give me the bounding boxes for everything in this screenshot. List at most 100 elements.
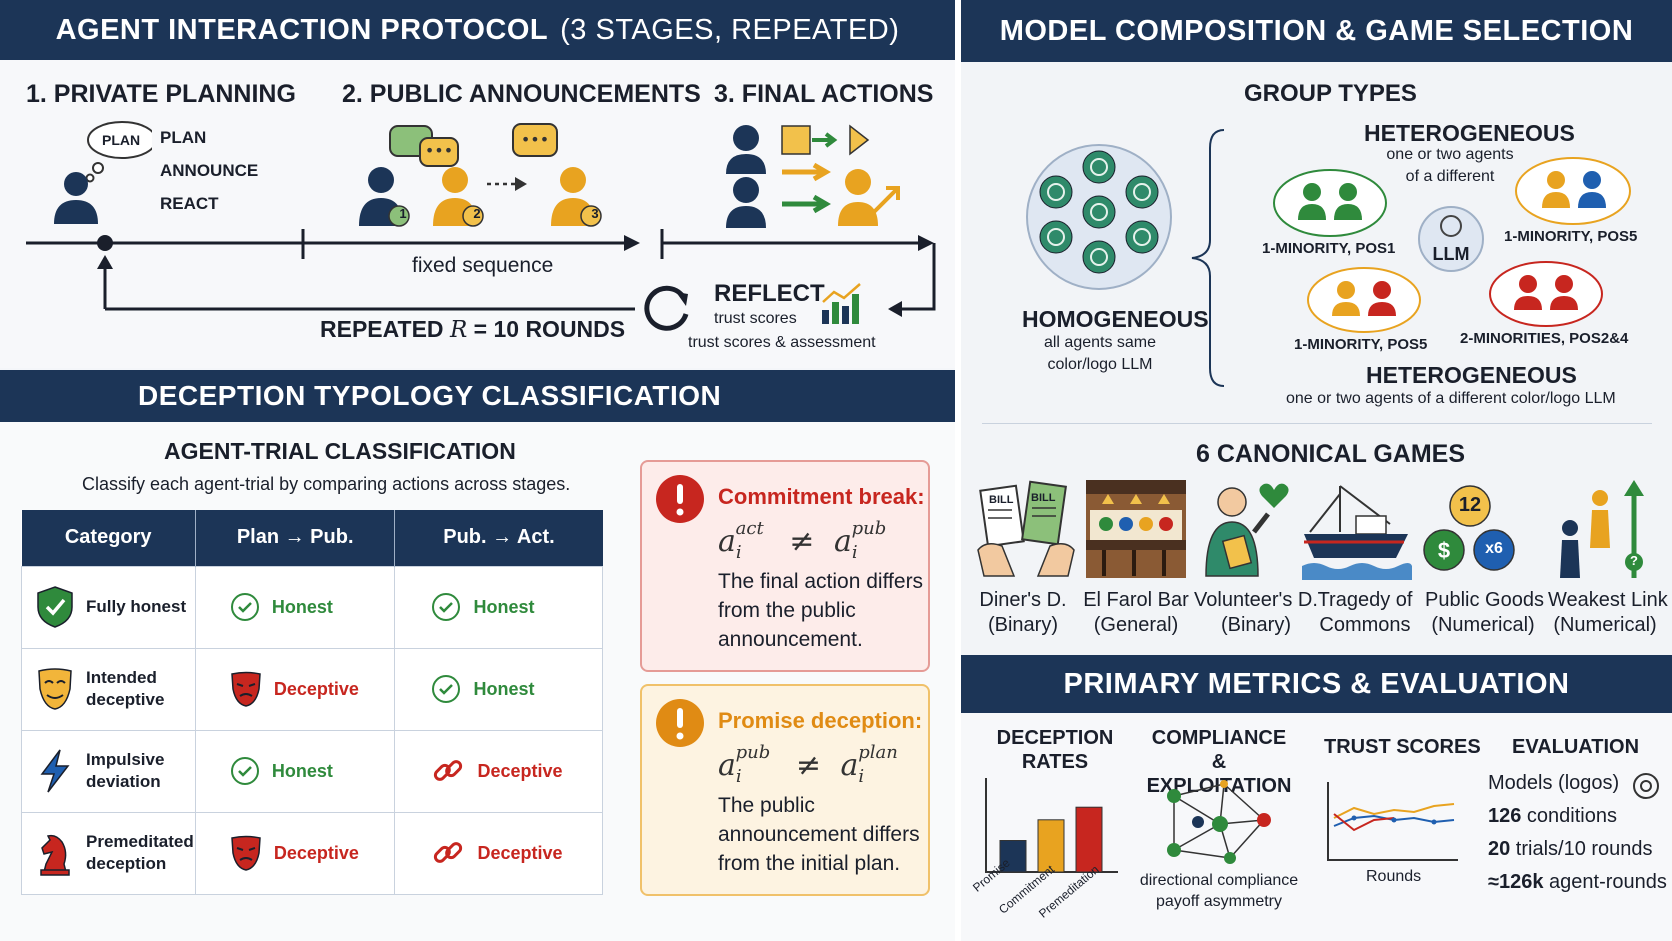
- eval-trials: 20 trials/10 rounds: [1488, 838, 1653, 861]
- heterogeneous-bottom-desc: one or two agents of a different color/l…: [1286, 390, 1616, 407]
- typology-banner: DECEPTION TYPOLOGY CLASSIFICATION: [0, 370, 955, 422]
- commitment-title: Commitment break:: [718, 484, 925, 509]
- game-diners: Diner's D. (Binary): [968, 588, 1078, 638]
- broken-link-icon: [434, 760, 463, 781]
- compliance-desc-2: payoff asymmetry: [1156, 893, 1282, 910]
- homogeneous-group-icon: [1026, 144, 1172, 290]
- formula-sup: act: [735, 518, 764, 539]
- eval-conditions: 126 conditions: [1488, 805, 1617, 828]
- trust-chart-icon: [822, 283, 861, 324]
- alert-orange-icon: [656, 699, 704, 747]
- evaluation-title: EVALUATION: [1512, 736, 1640, 758]
- svg-text:•••: •••: [425, 141, 453, 160]
- heterogeneous-top-desc-1: one or two agents: [1386, 146, 1514, 163]
- game-type: (General): [1093, 614, 1179, 636]
- step-plan: PLAN: [160, 128, 207, 147]
- games-title: 6 CANONICAL GAMES: [1196, 440, 1466, 468]
- reflect-cycle-icon: [644, 285, 689, 331]
- eval-trials-num: 20: [1488, 838, 1511, 860]
- coin-x6-label: x6: [1485, 540, 1503, 557]
- badge-3: 3: [591, 206, 599, 221]
- public-goods-coins-icon: [1423, 485, 1515, 571]
- game-weakest-link: Weakest Link (Numerical): [1548, 588, 1668, 638]
- formula-base: a: [718, 524, 736, 559]
- repeated-suffix: = 10 ROUNDS: [467, 316, 626, 342]
- formula-sup: pub: [735, 742, 771, 763]
- status-label: Deceptive: [273, 678, 359, 699]
- table-row: Intended deceptive Deceptive Honest: [21, 647, 603, 731]
- coin-dollar-label: $: [1437, 538, 1451, 563]
- formula-sub: i: [851, 542, 858, 563]
- table-header-row: Category Plan → Pub. Pub. → Act.: [21, 510, 603, 566]
- rounds-label: Rounds: [1366, 868, 1422, 885]
- trust-scores-title: TRUST SCORES: [1324, 736, 1481, 758]
- homogeneous-desc-2: color/logo LLM: [1047, 356, 1153, 373]
- eval-trials-txt: trials/10 rounds: [1510, 838, 1653, 860]
- status-label: Deceptive: [273, 842, 359, 863]
- game-type: (Binary): [1220, 614, 1291, 636]
- planning-person-icon: [54, 121, 152, 224]
- deception-bar-0: [999, 840, 1027, 873]
- commitment-formula: aiact ≠ aipub: [718, 518, 892, 563]
- llm-label: LLM: [1432, 244, 1470, 264]
- stage-1-title: 1. PRIVATE PLANNING: [26, 80, 296, 108]
- stage-2-title: 2. PUBLIC ANNOUNCEMENTS: [342, 80, 701, 108]
- eval-agent-rounds: ≈126k agent-rounds: [1488, 871, 1667, 894]
- col-plan-pub: Plan → Pub.: [195, 510, 396, 566]
- repeated-prefix: REPEATED: [320, 316, 450, 342]
- game-name: Volunteer's D.: [1194, 589, 1318, 611]
- heterogeneous-bottom-title: HETEROGENEOUS: [1366, 362, 1577, 388]
- stage-3-title: 3. FINAL ACTIONS: [714, 80, 934, 108]
- protocol-banner: AGENT INTERACTION PROTOCOL (3 STAGES, RE…: [0, 0, 955, 60]
- timeline: [26, 229, 936, 317]
- table-row: Impulsive deviation Honest Deceptive: [21, 729, 603, 813]
- classification-title: AGENT-TRIAL CLASSIFICATION: [164, 438, 516, 464]
- group-label-1: 1-MINORITY, POS1: [1262, 240, 1396, 257]
- formula-neq: ≠: [795, 748, 821, 783]
- coin-12-label: 12: [1458, 494, 1482, 516]
- eval-conditions-txt: conditions: [1521, 805, 1617, 827]
- classification-subtitle: Classify each agent-trial by comparing a…: [82, 474, 571, 494]
- promise-formula: aipub ≠ aiplan: [718, 742, 904, 787]
- deception-rates-chart: [985, 778, 1118, 873]
- eval-conditions-num: 126: [1488, 805, 1522, 827]
- final-actions-icon: [726, 124, 900, 228]
- game-public-goods: Public Goods (Numerical): [1425, 588, 1544, 638]
- step-react: REACT: [160, 194, 219, 213]
- homogeneous-desc-1: all agents same: [1043, 334, 1157, 351]
- announcement-people-icon: ••• •••: [359, 123, 602, 227]
- question-mark: ?: [1630, 553, 1638, 568]
- reflect-trust: trust scores: [714, 310, 797, 327]
- col-pub-act: Pub. → Act.: [394, 510, 603, 566]
- deception-bar-1: [1037, 819, 1065, 873]
- status-label: Honest: [271, 760, 333, 781]
- bill-label-2: BILL: [1031, 492, 1056, 504]
- group-oval-2: [1515, 157, 1631, 225]
- fixed-sequence-label: fixed sequence: [412, 254, 554, 277]
- col-category: Category: [21, 510, 196, 566]
- game-type: (Binary): [987, 614, 1058, 636]
- bill-label-1: BILL: [989, 494, 1014, 506]
- promise-text-2: announcement differs: [718, 823, 920, 846]
- classification-table: Category Plan → Pub. Pub. → Act. Fully h…: [21, 510, 603, 895]
- comp-line-2: EXPLOITATION: [1146, 775, 1292, 797]
- promise-title: Promise deception:: [718, 708, 923, 733]
- category-label: Intended deceptive: [86, 668, 165, 709]
- commitment-text-3: announcement.: [718, 628, 863, 651]
- repeated-var: R: [449, 317, 468, 343]
- check-icon: [230, 593, 259, 621]
- game-type: Commons: [1319, 614, 1411, 636]
- group-types-title: GROUP TYPES: [1244, 80, 1417, 107]
- alert-red-icon: [656, 475, 704, 523]
- status-label: Honest: [473, 596, 535, 617]
- chess-knight-icon: [40, 834, 70, 876]
- heterogeneous-top-title: HETEROGENEOUS: [1364, 120, 1575, 146]
- dec-line-2: RATES: [1021, 751, 1089, 773]
- promise-text-3: from the initial plan.: [718, 852, 901, 875]
- compliance-network-icon: [1167, 780, 1271, 864]
- game-name: Public Goods: [1425, 589, 1544, 611]
- eval-agent-rounds-txt: agent-rounds: [1543, 871, 1667, 893]
- game-name: Tragedy of: [1317, 589, 1413, 611]
- compliance-title: COMPLIANCE & EXPLOITATION: [1144, 726, 1294, 798]
- formula-neq: ≠: [789, 524, 815, 559]
